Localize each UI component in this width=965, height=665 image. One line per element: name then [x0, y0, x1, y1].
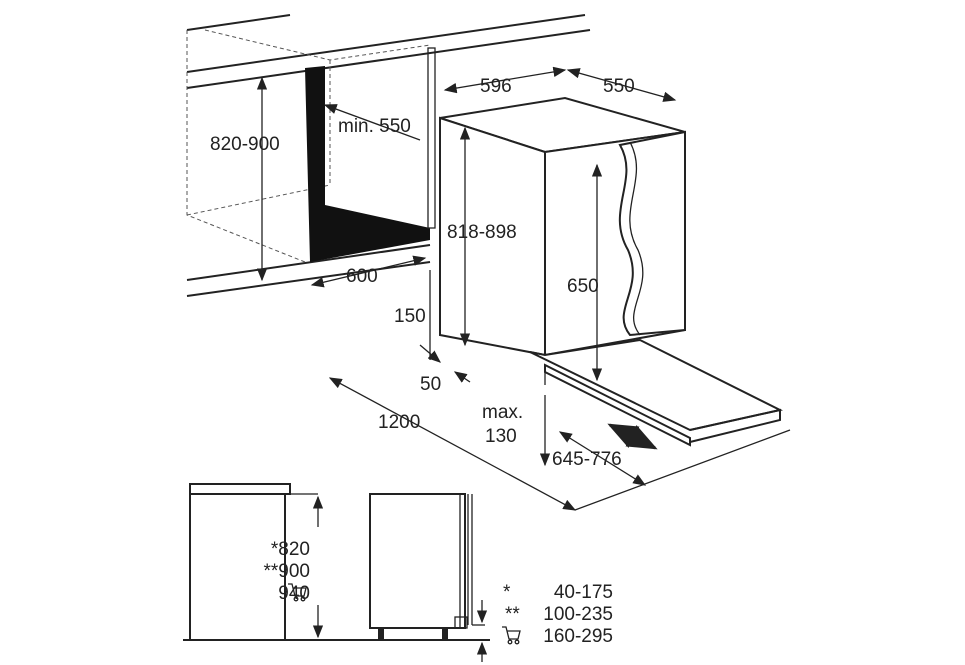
niche-width-label: 600	[346, 266, 378, 287]
legend-marker-1: *	[503, 582, 511, 603]
width-label: 596	[480, 76, 512, 97]
dishwasher	[439, 96, 783, 447]
legend-value-1: 40-175	[554, 582, 613, 603]
height-label: 818-898	[447, 222, 517, 243]
height-940: 940	[278, 583, 310, 604]
cart-icon	[288, 583, 307, 602]
max-value-label: 130	[485, 426, 517, 447]
plinth-depth-label: 50	[420, 374, 441, 395]
plinth-height-label: 150	[394, 306, 426, 327]
side-view	[183, 483, 490, 662]
door-adjust-label: 645-776	[552, 449, 622, 470]
dimension-lines	[256, 66, 791, 511]
max-label: max.	[482, 402, 523, 423]
height-900: **900	[264, 561, 311, 582]
legend-marker-2: **	[505, 604, 520, 625]
height-820: *820	[271, 539, 310, 560]
niche-depth-label: min. 550	[338, 116, 411, 137]
door-height-label: 650	[567, 276, 599, 297]
legend-value-3: 160-295	[543, 626, 613, 647]
niche-height-label: 820-900	[210, 134, 280, 155]
clearance-label: 1200	[378, 412, 420, 433]
depth-label: 550	[603, 76, 635, 97]
cart-icon	[502, 626, 521, 645]
niche-shadow	[305, 66, 430, 262]
legend-value-2: 100-235	[543, 604, 613, 625]
